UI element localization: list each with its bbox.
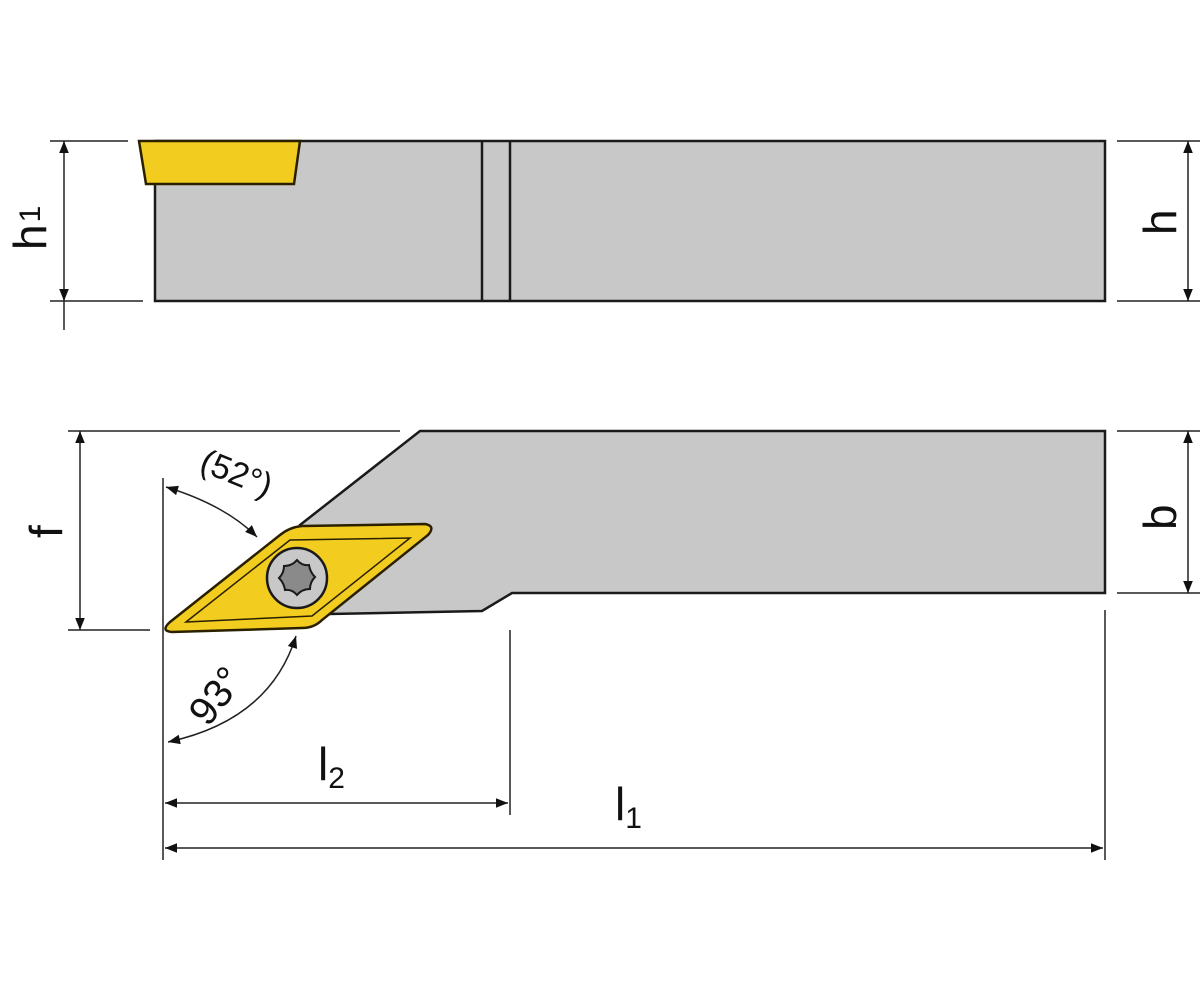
top-view: f b l2 l1 (52°) 93°	[20, 429, 1200, 860]
side-view: h1 h	[4, 139, 1200, 330]
h1-label: h1	[4, 206, 56, 250]
angle-52-arc	[165, 485, 258, 538]
angle-93-arc	[167, 635, 298, 745]
insert-side	[137, 139, 302, 186]
angle-52-label: (52°)	[195, 442, 278, 505]
l2-label: l2	[318, 738, 345, 795]
holder-shank-top	[298, 429, 1107, 616]
holder-shank-side	[153, 139, 1107, 303]
l1-label: l1	[615, 778, 642, 835]
angle-93-label: 93°	[180, 659, 252, 734]
h-label: h	[1134, 209, 1186, 235]
torx-icon	[277, 558, 317, 597]
f-label: f	[20, 525, 72, 538]
insert-chamfer	[183, 537, 413, 623]
b-label: b	[1134, 504, 1186, 530]
